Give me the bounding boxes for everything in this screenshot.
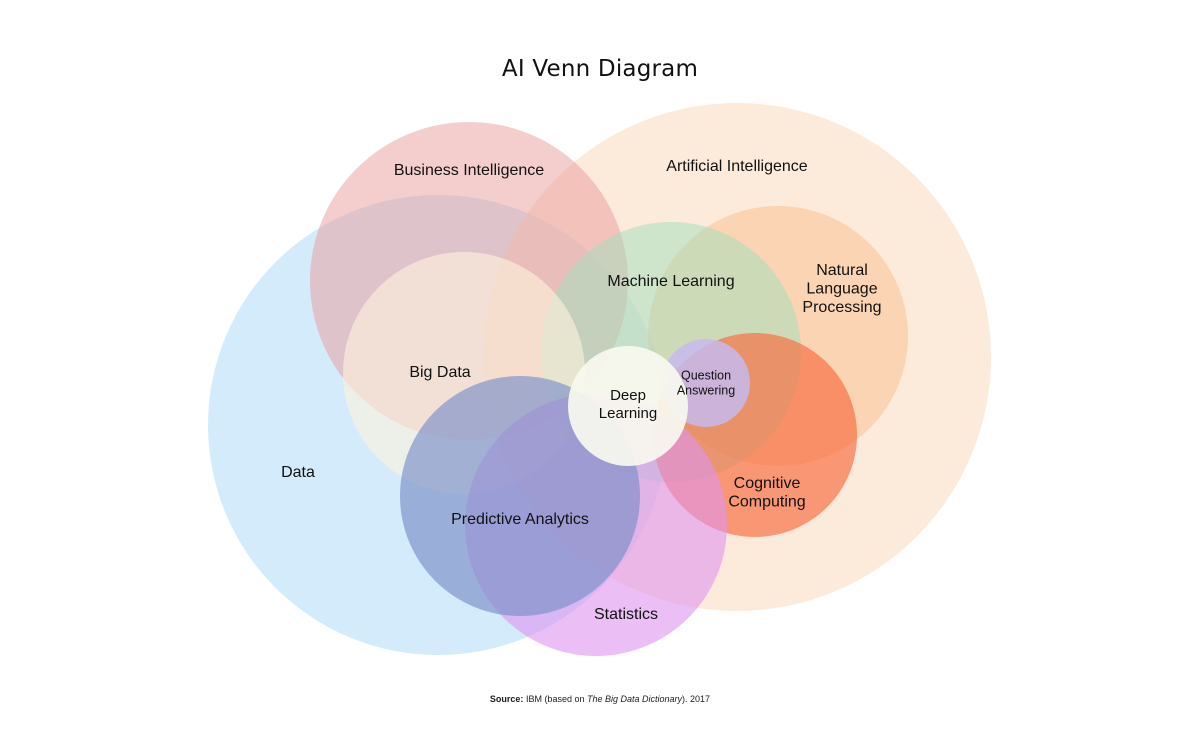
source-book-title: The Big Data Dictionary — [586, 694, 683, 704]
data-label: Data — [281, 464, 315, 481]
dl-circle — [568, 346, 688, 466]
qa-label-line: Answering — [677, 383, 735, 397]
ai-label-line: Artificial Intelligence — [666, 158, 808, 175]
bi-label: Business Intelligence — [394, 162, 544, 179]
ml-label: Machine Learning — [607, 273, 734, 290]
bigdata-label: Big Data — [409, 364, 470, 381]
nlp-label-line: Processing — [802, 299, 881, 316]
source-text-after: ). 2017 — [682, 694, 711, 704]
cc-label-line: Cognitive — [734, 475, 801, 492]
qa-label-line: Question — [681, 368, 731, 382]
ml-label-line: Machine Learning — [607, 273, 734, 290]
data-label-line: Data — [281, 464, 315, 481]
cc-label-line: Computing — [728, 494, 805, 511]
source-text-before: IBM (based on — [523, 694, 587, 704]
dl-label-line: Learning — [599, 405, 657, 422]
nlp-label-line: Natural — [816, 262, 868, 279]
bigdata-label-line: Big Data — [409, 364, 470, 381]
source-note: Source: IBM (based on The Big Data Dicti… — [0, 694, 1200, 704]
venn-circles — [208, 103, 991, 656]
venn-labels: Data Artificial Intelligence Business Inte… — [281, 158, 881, 623]
pa-label-line: Predictive Analytics — [451, 511, 589, 528]
pa-label: Predictive Analytics — [451, 511, 589, 528]
diagram-title: AI Venn Diagram — [501, 56, 699, 82]
stats-label: Statistics — [594, 606, 658, 623]
source-label: Source: — [489, 694, 524, 704]
dl-label-line: Deep — [610, 387, 646, 404]
bi-label-line: Business Intelligence — [394, 162, 544, 179]
ai-label: Artificial Intelligence — [666, 158, 808, 175]
stats-label-line: Statistics — [594, 606, 658, 623]
nlp-label-line: Language — [806, 281, 877, 298]
